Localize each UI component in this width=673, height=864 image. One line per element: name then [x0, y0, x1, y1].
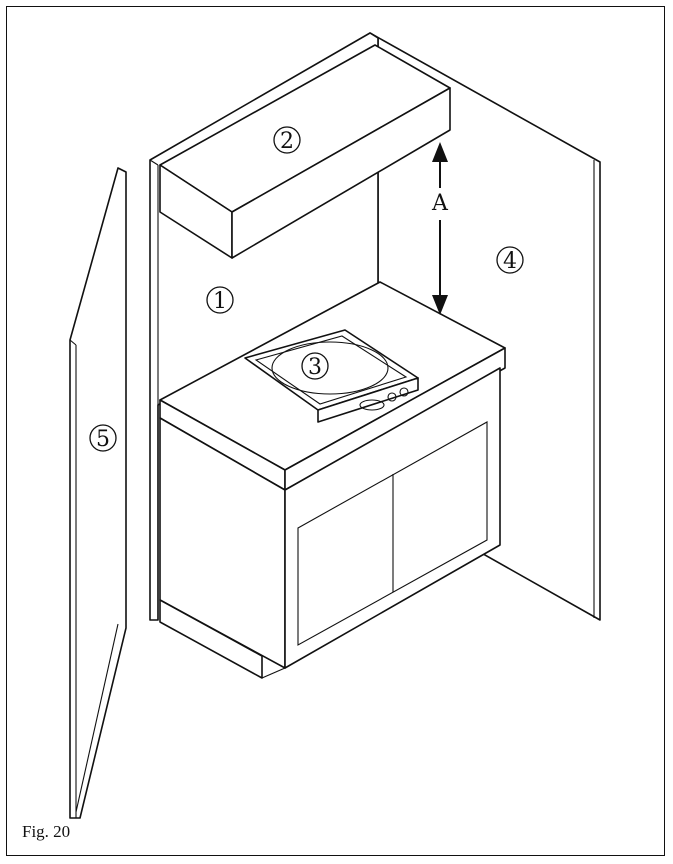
callout-1: 1 — [206, 286, 234, 314]
callout-2: 2 — [273, 126, 301, 154]
figure-caption: Fig. 20 — [22, 822, 71, 841]
svg-text:5: 5 — [96, 427, 110, 452]
callout-5: 5 — [89, 424, 117, 452]
dimension-a: A — [431, 142, 449, 315]
base-cabinet — [159, 367, 501, 679]
callout-4: 4 — [496, 246, 524, 274]
dimension-label: A — [431, 191, 449, 216]
hob — [244, 329, 419, 423]
callout-3: 3 — [301, 352, 329, 380]
side-panel — [69, 167, 127, 819]
wall-cabinet — [159, 44, 451, 259]
svg-text:3: 3 — [308, 355, 322, 380]
svg-text:1: 1 — [213, 289, 227, 314]
figure-frame — [6, 6, 665, 856]
svg-text:2: 2 — [280, 129, 294, 154]
svg-text:4: 4 — [503, 249, 517, 274]
